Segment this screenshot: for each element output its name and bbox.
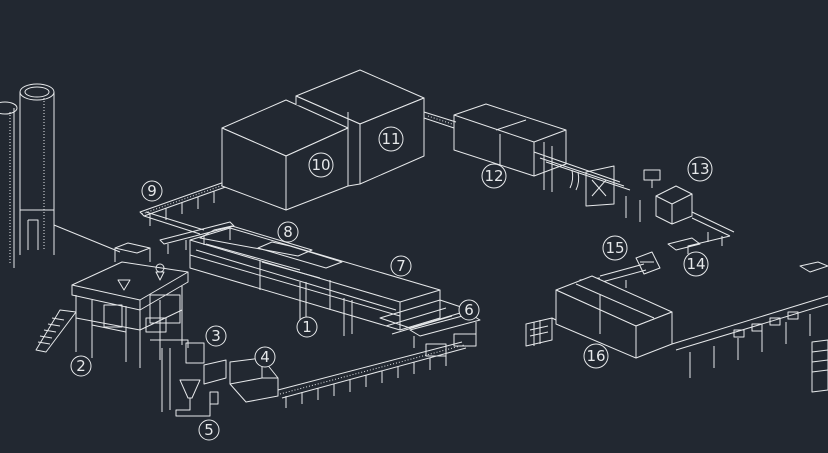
unit-6-setting-area <box>409 313 481 357</box>
label-9: 9 <box>141 180 163 202</box>
label-1: 1 <box>296 316 318 338</box>
right-conveyor <box>671 261 828 393</box>
unit-2-elevated-structure <box>35 242 189 368</box>
label-13-text: 13 <box>690 160 709 178</box>
label-11-text: 11 <box>381 130 400 148</box>
label-7-text: 7 <box>396 257 406 275</box>
label-10-text: 10 <box>311 156 330 174</box>
unit-14-15-transfer <box>579 235 731 292</box>
label-6-text: 6 <box>464 301 474 319</box>
label-7: 7 <box>390 255 412 277</box>
label-4: 4 <box>254 346 276 368</box>
label-3: 3 <box>205 325 227 347</box>
label-2-text: 2 <box>76 357 86 375</box>
unit-10-chamber <box>221 99 349 211</box>
label-13: 13 <box>687 156 713 182</box>
label-8-text: 8 <box>283 223 293 241</box>
label-9-text: 9 <box>147 182 157 200</box>
unit-12-dryer <box>453 103 631 192</box>
label-15-text: 15 <box>605 239 624 257</box>
label-4-text: 4 <box>260 348 270 366</box>
label-1-text: 1 <box>302 318 312 336</box>
label-8: 8 <box>277 221 299 243</box>
lower-conveyor <box>277 341 467 408</box>
label-14-text: 14 <box>686 255 705 273</box>
silos <box>0 83 121 268</box>
label-16-text: 16 <box>586 347 605 365</box>
label-5-text: 5 <box>204 421 214 439</box>
label-10: 10 <box>308 152 334 178</box>
unit-13-cutter <box>585 165 735 246</box>
upper-conveyor <box>423 111 457 129</box>
label-12-text: 12 <box>484 167 503 185</box>
label-2: 2 <box>70 355 92 377</box>
unit-16-autoclave <box>525 275 673 359</box>
label-15: 15 <box>602 235 628 261</box>
label-14: 14 <box>683 251 709 277</box>
label-12: 12 <box>481 163 507 189</box>
unit-8-kiln-roof <box>199 225 343 279</box>
label-11: 11 <box>378 126 404 152</box>
label-5: 5 <box>198 419 220 441</box>
label-6: 6 <box>458 299 480 321</box>
label-3-text: 3 <box>211 327 221 345</box>
label-16: 16 <box>583 343 609 369</box>
